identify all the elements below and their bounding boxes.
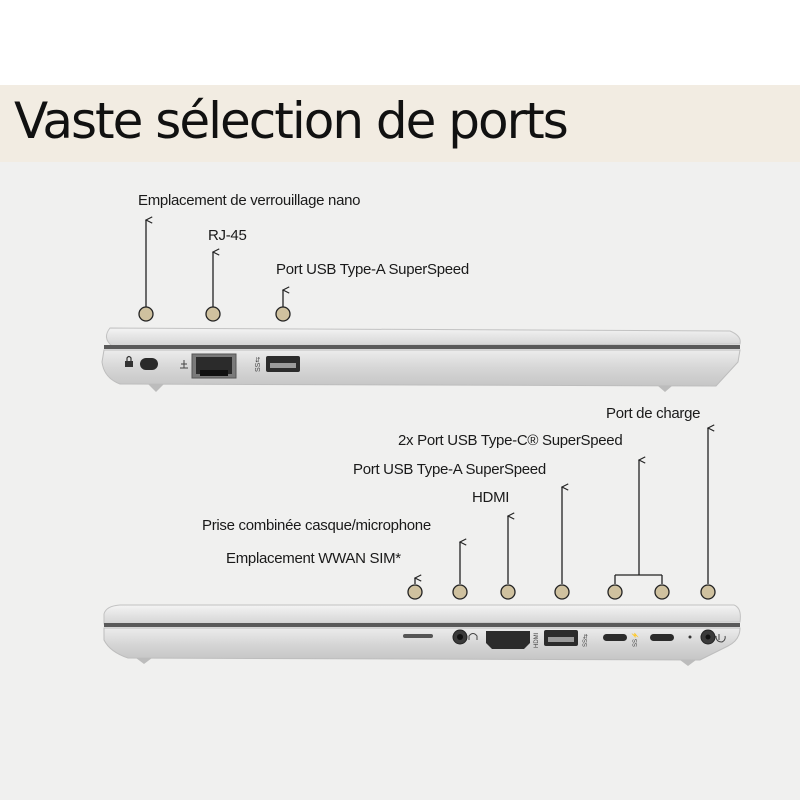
callout-usb-a-right bbox=[554, 487, 570, 600]
svg-text:SS⇆: SS⇆ bbox=[582, 634, 589, 647]
callout-charge bbox=[700, 428, 716, 600]
label-nano-lock: Emplacement de verrouillage nano bbox=[138, 192, 361, 209]
callout-usb-c bbox=[607, 460, 670, 600]
usb-a-port-left bbox=[266, 356, 300, 372]
usb-ss-icon-right: SS⇆ bbox=[582, 634, 589, 647]
hdmi-icon: HDMI bbox=[534, 632, 540, 648]
top-strip bbox=[0, 0, 800, 85]
svg-text:SS⚡: SS⚡ bbox=[631, 632, 639, 647]
callout-nano-lock bbox=[138, 220, 154, 322]
label-usb-c: 2x Port USB Type-C® SuperSpeed bbox=[398, 432, 623, 449]
hdmi-port bbox=[486, 631, 530, 649]
power-icon bbox=[715, 634, 726, 643]
label-charge: Port de charge bbox=[606, 405, 701, 422]
label-audio: Prise combinée casque/microphone bbox=[202, 517, 431, 534]
lock-icon bbox=[125, 355, 133, 367]
laptop-right-side bbox=[103, 604, 741, 666]
laptop-left-side bbox=[101, 327, 741, 392]
power-connector bbox=[700, 629, 716, 645]
callout-usb-a-left bbox=[275, 290, 291, 322]
network-icon bbox=[180, 360, 188, 369]
usb-c-port-1 bbox=[603, 634, 627, 641]
svg-text:HDMI: HDMI bbox=[534, 632, 540, 648]
label-wwan: Emplacement WWAN SIM* bbox=[226, 550, 401, 567]
callout-rj45 bbox=[205, 252, 221, 322]
audio-jack bbox=[452, 629, 468, 645]
label-hdmi: HDMI bbox=[472, 489, 510, 506]
rj45-port bbox=[191, 353, 237, 379]
callout-audio bbox=[452, 542, 468, 600]
headset-icon bbox=[468, 633, 478, 640]
nano-lock-slot bbox=[140, 358, 158, 370]
usb-c-icon: SS⚡ bbox=[631, 632, 639, 647]
page-title: Vaste sélection de ports bbox=[14, 92, 569, 150]
callout-hdmi bbox=[500, 516, 516, 600]
usb-ss-icon: SS⇆ bbox=[255, 357, 262, 372]
label-usb-a-left: Port USB Type-A SuperSpeed bbox=[276, 261, 469, 278]
label-usb-a-right: Port USB Type-A SuperSpeed bbox=[353, 461, 546, 478]
usb-c-port-2 bbox=[650, 634, 674, 641]
title-band bbox=[0, 85, 800, 162]
charge-led bbox=[688, 635, 692, 639]
wwan-sim-slot bbox=[403, 634, 433, 638]
callout-wwan bbox=[407, 578, 423, 600]
svg-text:SS⇆: SS⇆ bbox=[255, 357, 262, 372]
label-rj45: RJ-45 bbox=[208, 227, 247, 244]
usb-a-port-right bbox=[544, 630, 578, 646]
